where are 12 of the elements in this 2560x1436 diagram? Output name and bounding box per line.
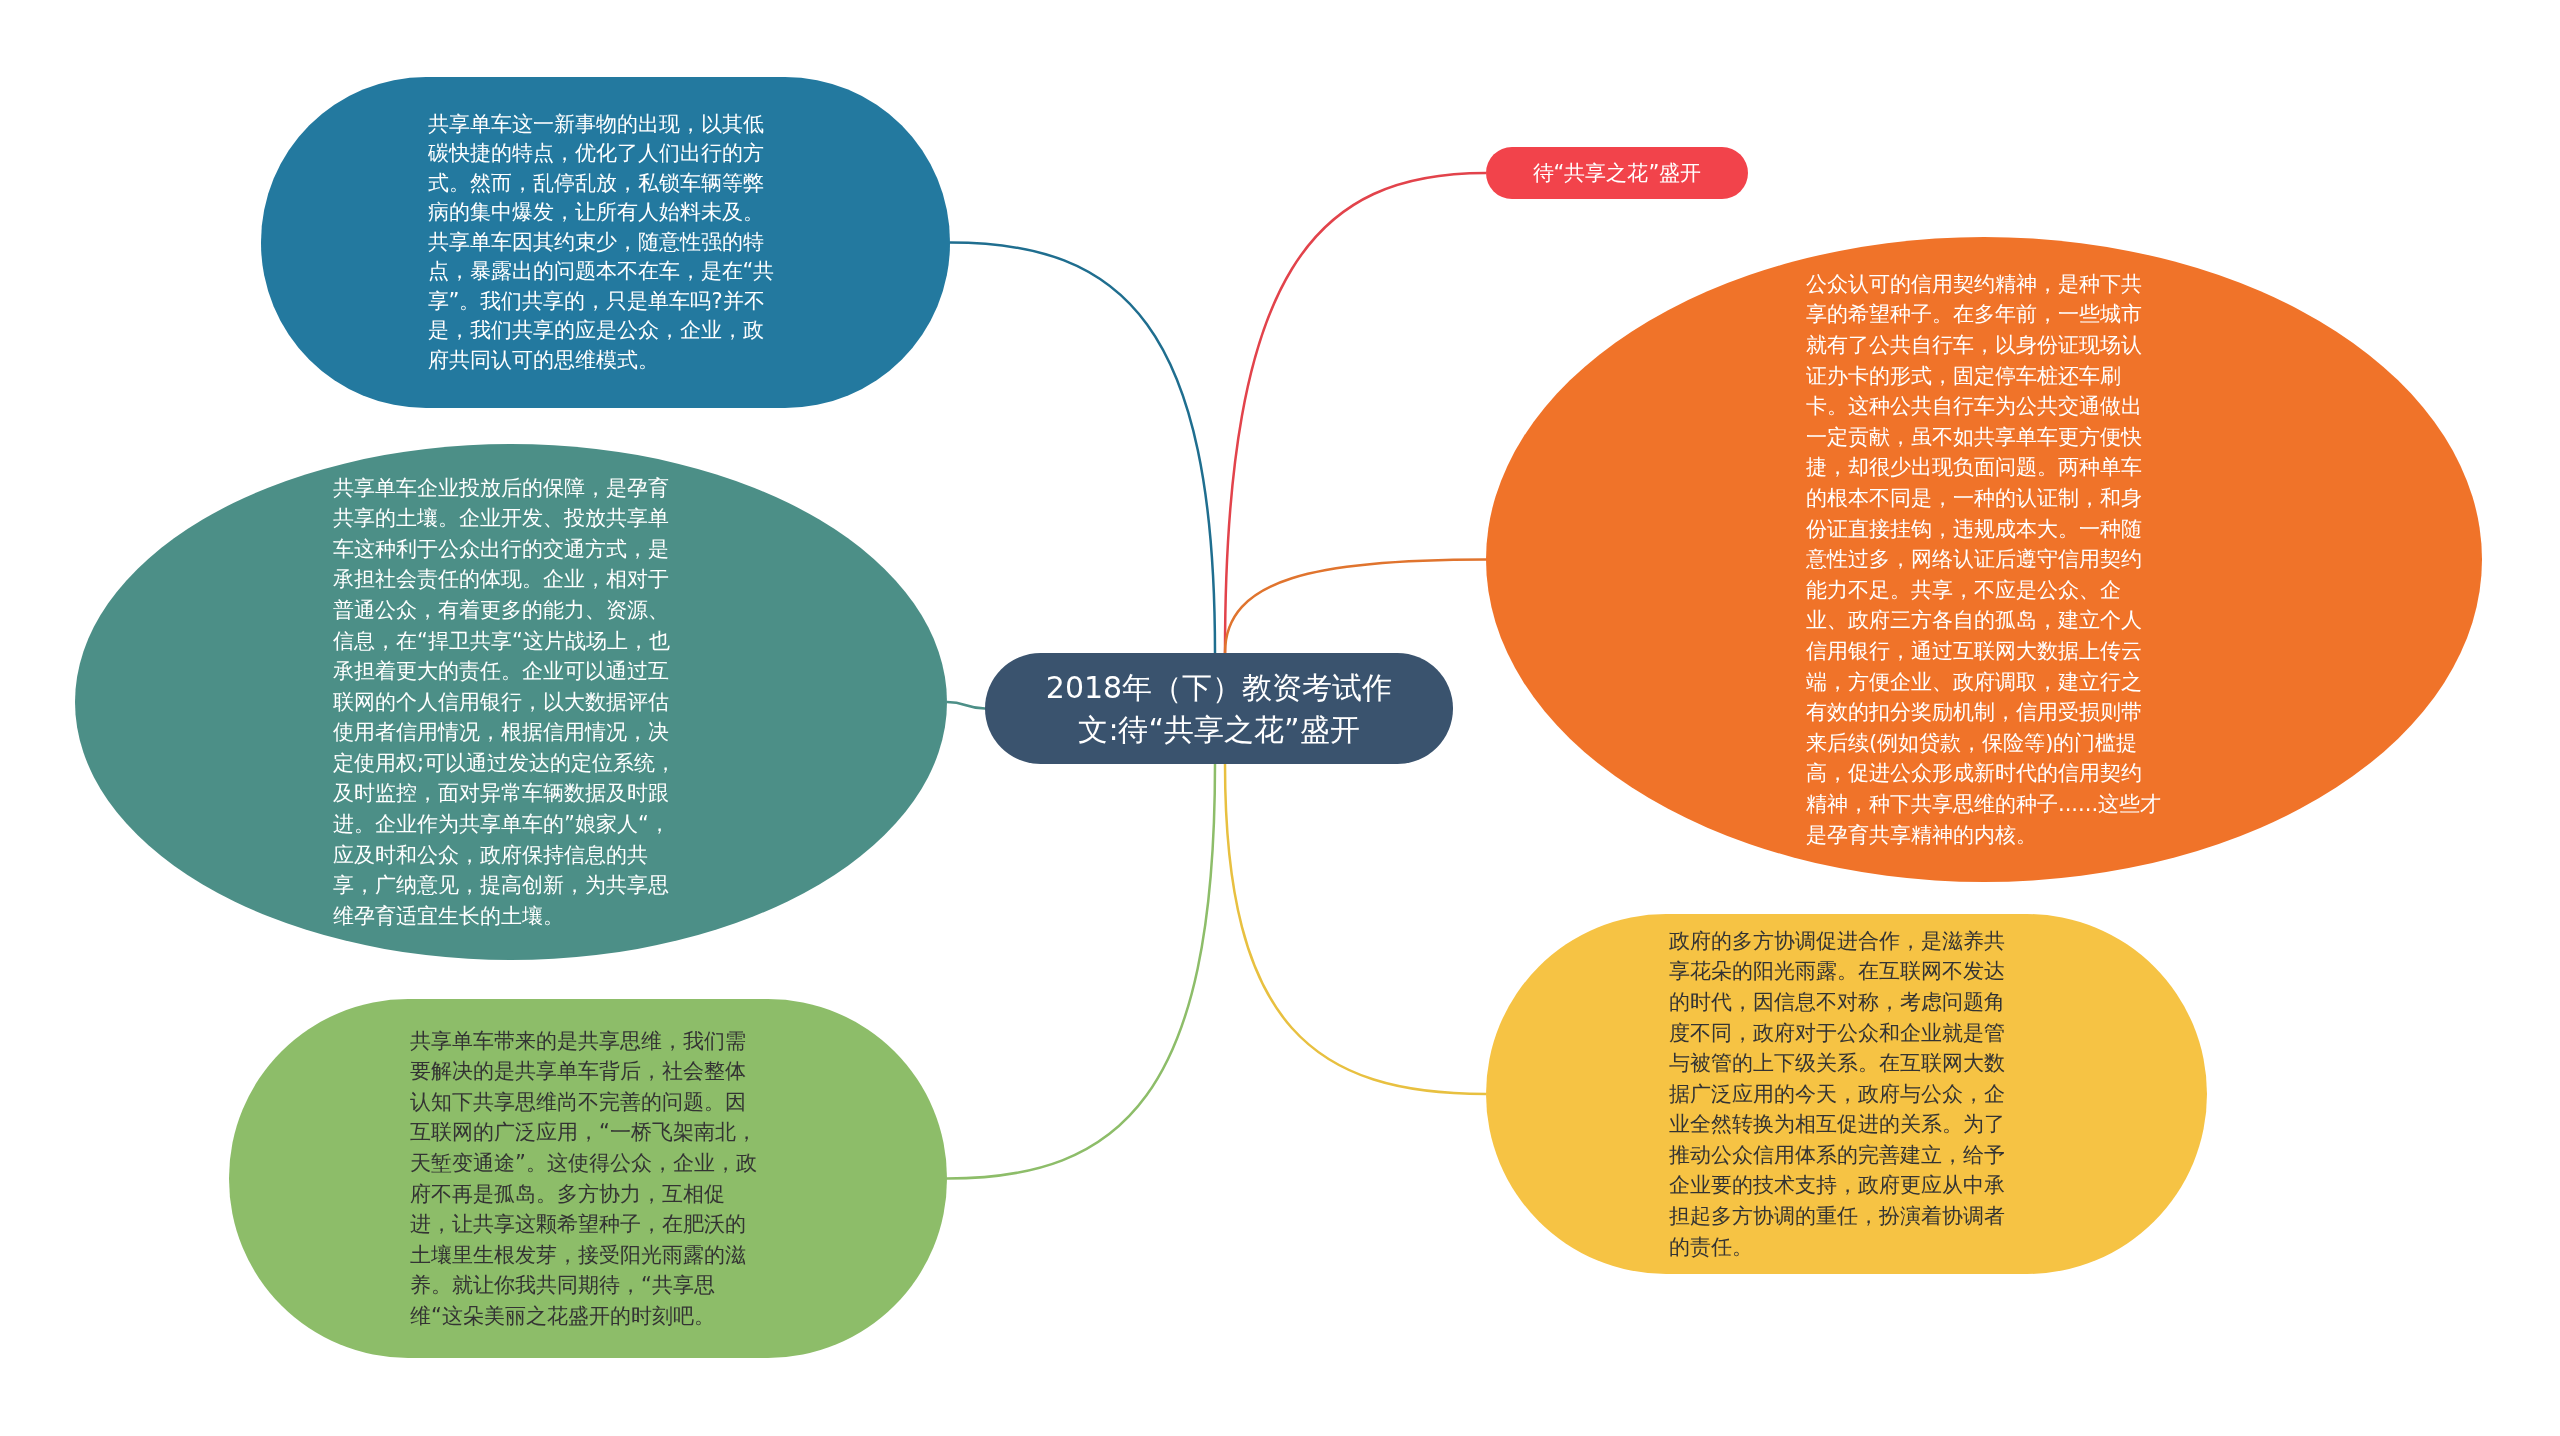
- connector-line: [949, 241, 1217, 654]
- topic-label: 待“共享之花”盛开: [1486, 147, 1748, 199]
- connector-line: [1223, 763, 1487, 1096]
- connector-line: [946, 763, 1217, 1180]
- topic-bubble: 共享单车带来的是共享思维，我们需要解决的是共享单车背后，社会整体认知下共享思维尚不完善的问题。因互联网的广泛应用，“一桥飞架南北，天堑变通途”。这使得公众，企业，政府不再是孤岛。多方协力，互相促进，让共享这颗希望种子，在肥沃的土壤里生根发芽，接受阳光雨露的滋养。就让你我共同期待，“共享思维“这朵美丽之花盛开的时刻吧。: [229, 999, 947, 1358]
- connector-line: [1223, 558, 1486, 654]
- topic-bubble: 共享单车企业投放后的保障，是孕育共享的土壤。企业开发、投放共享单车这种利于公众出行的交通方式，是承担社会责任的体现。企业，相对于普通公众，有着更多的能力、资源、信息，在“捍卫共享“这片战场上，也承担着更大的责任。企业可以通过互联网的个人信用银行，以大数据评估使用者信用情况，根据信用情况，决定使用权;可以通过发达的定位系统，及时监控，面对异常车辆数据及时跟进。企业作为共享单车的”娘家人“，应及时和公众，政府保持信息的共享，广纳意见，提高创新，为共享思维孕育适宜生长的土壤。: [75, 444, 947, 960]
- topic-bubble: 共享单车这一新事物的出现，以其低碳快捷的特点，优化了人们出行的方式。然而，乱停乱放，私锁车辆等弊病的集中爆发，让所有人始料未及。共享单车因其约束少，随意性强的特点，暴露出的问题本不在车，是在“共享”。我们共享的，只是单车吗?并不是，我们共享的应是公众，企业，政府共同认可的思维模式。: [261, 77, 950, 408]
- connector-line: [946, 700, 986, 710]
- central-topic: 2018年（下）教资考试作文:待“共享之花”盛开: [985, 653, 1453, 764]
- topic-bubble: 公众认可的信用契约精神，是种下共享的希望种子。在多年前，一些城市就有了公共自行车，以身份证现场认证办卡的形式，固定停车桩还车刷卡。这种公共自行车为公共交通做出一定贡献，虽不如共享单车更方便快捷，却很少出现负面问题。两种单车的根本不同是，一种的认证制，和身份证直接挂钩，违规成本大。一种随意性过多，网络认证后遵守信用契约能力不足。共享，不应是公众、企业、政府三方各自的孤岛，建立个人信用银行，通过互联网大数据上传云端，方便企业、政府调取，建立行之有效的扣分奖励机制，信用受损则带来后续(例如贷款，保险等)的门槛提高，促进公众形成新时代的信用契约精神，种下共享思维的种子......这些才是孕育共享精神的内核。: [1486, 237, 2482, 882]
- topic-bubble: 政府的多方协调促进合作，是滋养共享花朵的阳光雨露。在互联网不发达的时代，因信息不对称，考虑问题角度不同，政府对于公众和企业就是管与被管的上下级关系。在互联网大数据广泛应用的今天，政府与公众，企业全然转换为相互促进的关系。为了推动公众信用体系的完善建立，给予企业要的技术支持，政府更应从中承担起多方协调的重任，扮演着协调者的责任。: [1486, 914, 2207, 1274]
